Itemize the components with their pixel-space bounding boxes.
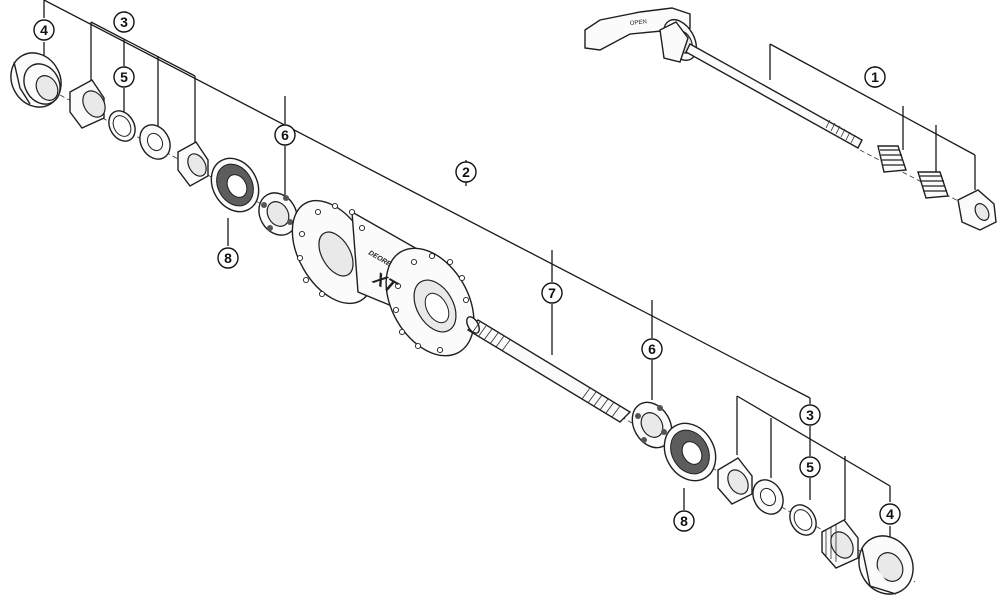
- callout-6-right: 6: [641, 338, 663, 360]
- lever-open-label: OPEN: [630, 19, 648, 27]
- svg-text:4: 4: [40, 22, 48, 38]
- ball-retainer-left: [258, 192, 298, 236]
- o-ring-left: [108, 110, 136, 142]
- svg-text:4: 4: [886, 506, 894, 522]
- spring-1: [877, 145, 907, 173]
- svg-text:6: 6: [648, 341, 656, 357]
- svg-text:7: 7: [548, 285, 556, 301]
- svg-text:8: 8: [224, 250, 232, 266]
- callout-5-left: 5: [113, 66, 135, 88]
- washer-right: [752, 479, 784, 515]
- axle: [466, 316, 632, 423]
- washer-left: [139, 124, 171, 160]
- cone-left: [177, 141, 209, 187]
- cone-nut-left: [69, 79, 106, 129]
- hub-body: XT DEORE: [291, 199, 475, 357]
- o-ring-right: [789, 504, 817, 536]
- svg-text:8: 8: [680, 513, 688, 529]
- callout-2: 2: [455, 161, 477, 183]
- callout-1: 1: [864, 66, 886, 88]
- svg-text:6: 6: [281, 127, 289, 143]
- adjusting-nut: [957, 189, 997, 231]
- svg-text:3: 3: [806, 407, 814, 423]
- callout-8-left: 8: [217, 247, 239, 269]
- seal-right: [663, 422, 717, 482]
- cone-right: [717, 457, 753, 505]
- svg-text:1: 1: [871, 69, 879, 85]
- callout-3-right: 3: [799, 404, 821, 426]
- svg-text:5: 5: [120, 69, 128, 85]
- cone-nut-right: [821, 519, 859, 569]
- ball-retainer-right: [631, 401, 673, 449]
- svg-text:5: 5: [806, 459, 814, 475]
- svg-text:3: 3: [120, 14, 128, 30]
- quick-release-skewer: OPEN: [584, 7, 997, 231]
- callout-4-right: 4: [879, 503, 901, 525]
- end-cap-right: [858, 535, 914, 595]
- callout-4-left: 4: [33, 19, 55, 41]
- seal-left: [210, 157, 260, 213]
- svg-text:2: 2: [462, 164, 470, 180]
- spring-2: [917, 171, 949, 199]
- callout-6-left: 6: [274, 124, 296, 146]
- callout-3-left: 3: [113, 11, 135, 33]
- callout-8-right: 8: [673, 510, 695, 532]
- end-cap-left: [10, 52, 62, 108]
- leader-lines: [43, 0, 976, 540]
- callout-5-right: 5: [799, 456, 821, 478]
- callout-7: 7: [541, 282, 563, 304]
